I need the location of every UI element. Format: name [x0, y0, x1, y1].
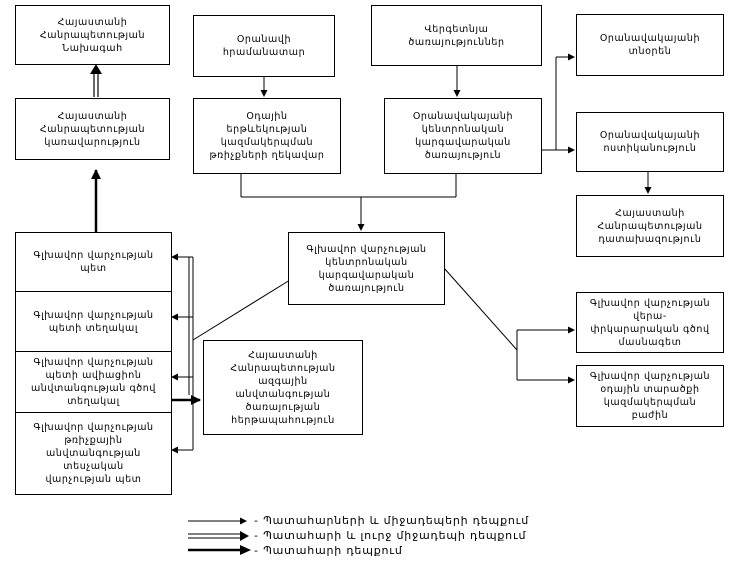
box-main-dept-deputy: Գլխավոր վարչության պետի տեղակալ: [15, 291, 172, 352]
box-main-dept-deputy-safety: Գլխավոր վարչության պետի ավիացիոն անվտանգ…: [15, 351, 172, 413]
box-label: Օրանավի հրամանատար: [222, 34, 306, 58]
box-label: Հայաստանի Հանրապետության Նախագահ: [39, 16, 146, 54]
box-main-dept-inspection: Գլխավոր վարչության վերա- փրկարարական գծո…: [576, 292, 724, 353]
box-label: Օդային երթևեկության կազմակերպման թռիչքնե…: [209, 111, 325, 161]
legend-text-double: - Պատահարի և լուրջ միջադեպի դեպքում: [254, 529, 527, 542]
box-airport-security: Օրանավակայանի ոստիկանություն: [576, 112, 724, 172]
box-minister-defense: Օրանավի հրամանատար: [193, 15, 335, 77]
box-label: Գլխավոր վարչության օդային տարածքի կազմակ…: [589, 371, 711, 421]
arrows-national-to-airport: [542, 53, 575, 154]
box-armenia-president: Հայաստանի Հանրապետության Նախագահ: [15, 5, 170, 65]
box-label: Գլխավոր վարչության պետ: [33, 250, 154, 274]
box-main-dept-center: Գլխավոր վարչության կենտրոնական կարգավարա…: [288, 232, 445, 305]
box-label: Վերգետնյա ծառայություններ: [408, 23, 505, 48]
box-label: Գլխավոր վարչության թռիչքային անվտանգությ…: [33, 422, 154, 485]
box-armenia-government: Հայաստանի Հանրապետության կառավարություն: [15, 98, 170, 160]
legend-line-double: [188, 531, 249, 541]
arrows-left-trunk: [171, 253, 194, 454]
arrows-to-main-center: [240, 174, 457, 231]
box-label: Հայաստանի Հանրապետության ազգային անվտանգ…: [230, 349, 336, 426]
box-label: Օրանավակայանի տնօրեն: [599, 33, 701, 57]
box-state-agencies-head: Օդային երթևեկության կազմակերպման թռիչքնե…: [193, 98, 341, 174]
line-center-to-left: [192, 279, 291, 341]
arrow-government-to-president: [90, 64, 102, 97]
box-label: Գլխավոր վարչության կենտրոնական կարգավարա…: [306, 243, 427, 294]
arrows-to-right-branch: [516, 326, 575, 384]
legend-text-thick: - Պատահարի դեպքում: [254, 544, 403, 557]
box-national-center: Օրանավակայանի կենտրոնական կարգավարական ծ…: [384, 98, 542, 174]
box-national-security: Հայաստանի Հանրապետության ազգային անվտանգ…: [203, 340, 363, 435]
box-label: Գլխավոր վարչության պետի ավիացիոն անվտանգ…: [30, 357, 157, 407]
box-label: Օրանավակայանի ոստիկանություն: [599, 130, 701, 154]
box-label: Օրանավակայանի կենտրոնական կարգավարական ծ…: [412, 111, 514, 161]
legend-text-thin: - Պատահարների և միջադեպերի դեպքում: [254, 514, 529, 527]
line-center-to-right: [443, 267, 518, 351]
box-republic-prosecutor: Հայաստանի Հանրապետության դատախազություն: [576, 195, 724, 257]
box-main-dept-head: Գլխավոր վարչության պետ: [15, 232, 172, 292]
box-label: Գլխավոր վարչության պետի տեղակալ: [33, 309, 154, 334]
box-airport-admin: Օրանավակայանի տնօրեն: [576, 14, 724, 76]
box-supreme-body: Վերգետնյա ծառայություններ: [371, 5, 542, 66]
box-main-dept-flight-safety: Գլխավոր վարչության թռիչքային անվտանգությ…: [15, 412, 172, 495]
box-label: Հայաստանի Հանրապետության դատախազություն: [597, 207, 703, 245]
box-label: Հայաստանի Հանրապետության կառավարություն: [39, 110, 146, 148]
box-main-dept-regional: Գլխավոր վարչության օդային տարածքի կազմակ…: [576, 365, 724, 427]
legend-line-thick: [188, 545, 251, 555]
box-label: Գլխավոր վարչության վերա- փրկարարական գծո…: [589, 297, 711, 348]
